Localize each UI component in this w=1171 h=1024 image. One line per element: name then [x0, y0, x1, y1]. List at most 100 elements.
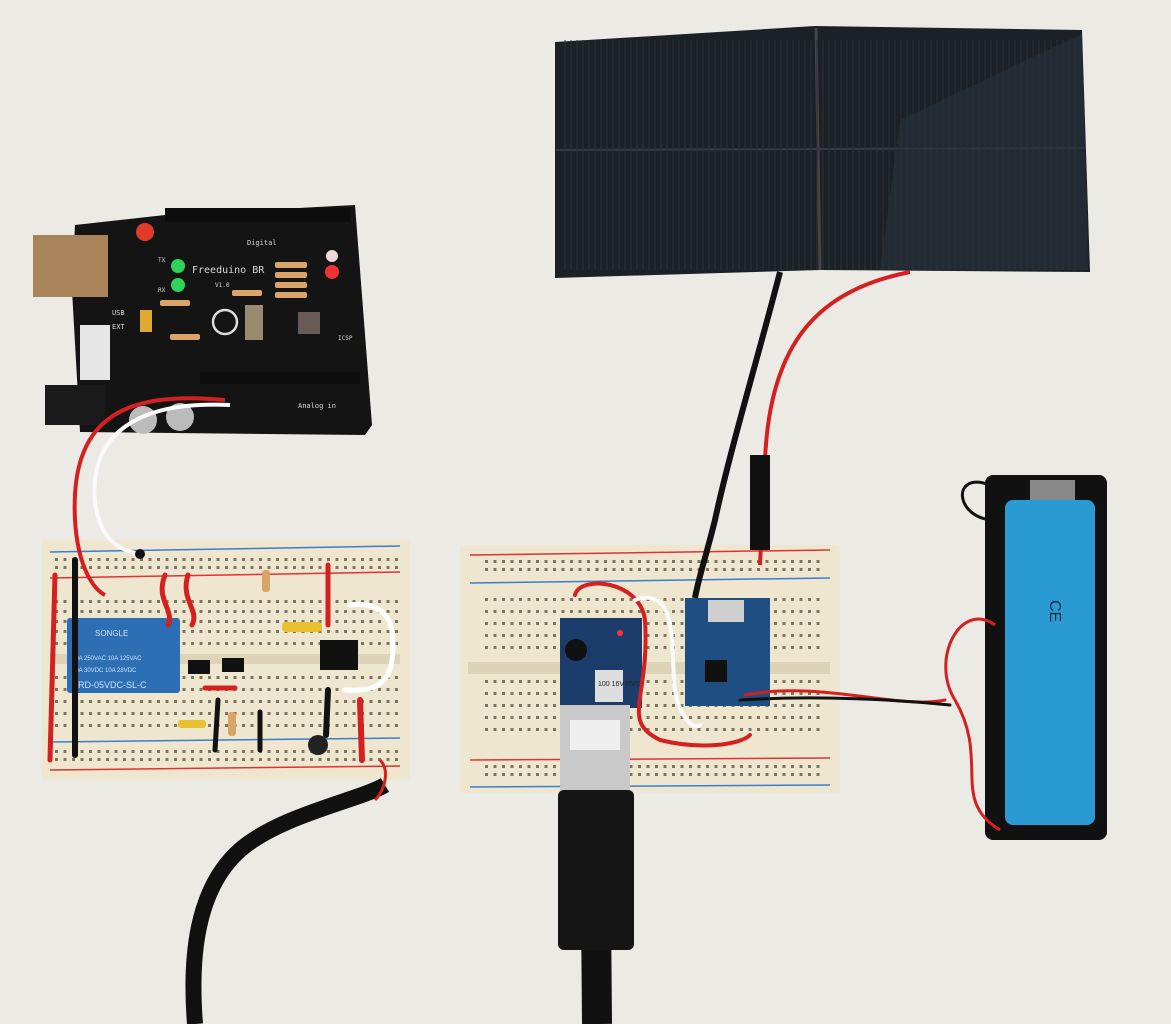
- wire-red-cable: [373, 758, 387, 802]
- breadboard-hole: [335, 620, 339, 623]
- breadboard-hole: [369, 758, 373, 761]
- breadboard-hole: [310, 600, 313, 603]
- breadboard-hole: [553, 610, 556, 613]
- breadboard-hole: [748, 773, 752, 776]
- breadboard-hole: [114, 758, 118, 761]
- breadboard-hole: [782, 646, 786, 649]
- breadboard-hole: [663, 622, 667, 625]
- breadboard-hole: [570, 560, 573, 563]
- breadboard-hole: [148, 610, 152, 613]
- breadboard-hole: [714, 728, 718, 731]
- breadboard-hole: [250, 724, 254, 727]
- breadboard-hole: [80, 724, 84, 727]
- breadboard-hole: [395, 700, 398, 703]
- breadboard-hole: [748, 728, 752, 731]
- breadboard-hole: [242, 620, 245, 623]
- breadboard-hole: [519, 560, 522, 563]
- breadboard-hole: [267, 700, 271, 703]
- breadboard-hole: [502, 598, 505, 601]
- breadboard-hole: [276, 630, 279, 633]
- breadboard-hole: [276, 758, 279, 761]
- breadboard-hole: [182, 566, 186, 569]
- breadboard-hole: [114, 750, 118, 753]
- breadboard-hole: [680, 622, 684, 625]
- breadboard-hole: [318, 558, 322, 561]
- breadboard-hole: [284, 566, 288, 569]
- breadboard-hole: [519, 765, 522, 768]
- breadboard-hole: [714, 568, 718, 571]
- breadboard-hole: [655, 568, 658, 571]
- breadboard-hole: [63, 676, 67, 679]
- breadboard-hole: [782, 634, 786, 637]
- breadboard-hole: [740, 716, 743, 719]
- breadboard-hole: [140, 712, 143, 715]
- breadboard-hole: [310, 712, 313, 715]
- breadboard-hole: [510, 704, 514, 707]
- breadboard-hole: [191, 630, 194, 633]
- breadboard-hole: [808, 716, 811, 719]
- breadboard-hole: [174, 750, 177, 753]
- breadboard-hole: [216, 630, 220, 633]
- analog-label: Analog in: [298, 402, 336, 410]
- breadboard-hole: [816, 704, 820, 707]
- breadboard-hole: [284, 712, 288, 715]
- breadboard-hole: [672, 568, 675, 571]
- breadboard-hole: [106, 566, 109, 569]
- breadboard-hole: [242, 676, 245, 679]
- breadboard-hole: [63, 712, 67, 715]
- breadboard-hole: [519, 704, 522, 707]
- breadboard-hole: [723, 728, 726, 731]
- breadboard-hole: [799, 692, 803, 695]
- breadboard-hole: [510, 773, 514, 776]
- ext-label: EXT: [112, 323, 125, 331]
- breadboard-hole: [250, 620, 254, 623]
- breadboard-hole: [544, 765, 548, 768]
- breadboard-hole: [63, 724, 67, 727]
- breadboard-hole: [208, 642, 211, 645]
- breadboard-hole: [493, 773, 497, 776]
- breadboard-hole: [527, 646, 531, 649]
- breadboard-hole: [663, 692, 667, 695]
- breadboard-hole: [361, 600, 364, 603]
- breadboard-hole: [80, 712, 84, 715]
- breadboard-hole: [89, 724, 92, 727]
- breadboard-hole: [242, 758, 245, 761]
- breadboard-hole: [570, 598, 573, 601]
- breadboard-hole: [63, 750, 67, 753]
- breadboard-hole: [259, 758, 262, 761]
- led-red: [136, 223, 154, 241]
- breadboard-hole: [335, 700, 339, 703]
- relay-model: SRD-05VDC-SL-C: [72, 680, 147, 690]
- breadboard-hole: [791, 646, 794, 649]
- breadboard-hole: [301, 620, 305, 623]
- breadboard-hole: [140, 566, 143, 569]
- breadboard-hole: [527, 765, 531, 768]
- breadboard-hole: [89, 610, 92, 613]
- breadboard-hole: [604, 560, 607, 563]
- resistor: [228, 712, 236, 736]
- breadboard-hole: [485, 680, 488, 683]
- breadboard-hole: [344, 750, 347, 753]
- breadboard-hole: [250, 642, 254, 645]
- breadboard-hole: [672, 598, 675, 601]
- breadboard-hole: [310, 688, 313, 691]
- breadboard-hole: [352, 566, 356, 569]
- breadboard-hole: [782, 610, 786, 613]
- breadboard-hole: [536, 680, 539, 683]
- solar-wire-red: [758, 270, 911, 566]
- breadboard-hole: [165, 566, 169, 569]
- breadboard-hole: [680, 704, 684, 707]
- breadboard-hole: [519, 610, 522, 613]
- breadboard-hole: [267, 620, 271, 623]
- breadboard-hole: [191, 688, 194, 691]
- wire-white-arduino: [92, 402, 231, 557]
- breadboard-hole: [570, 610, 573, 613]
- breadboard-hole: [267, 630, 271, 633]
- breadboard-hole: [208, 676, 211, 679]
- breadboard-hole: [395, 630, 398, 633]
- digital-label: Digital: [247, 239, 277, 247]
- breadboard-hole: [352, 610, 356, 613]
- breadboard-hole: [731, 773, 735, 776]
- breadboard-hole: [799, 728, 803, 731]
- breadboard-hole: [782, 716, 786, 719]
